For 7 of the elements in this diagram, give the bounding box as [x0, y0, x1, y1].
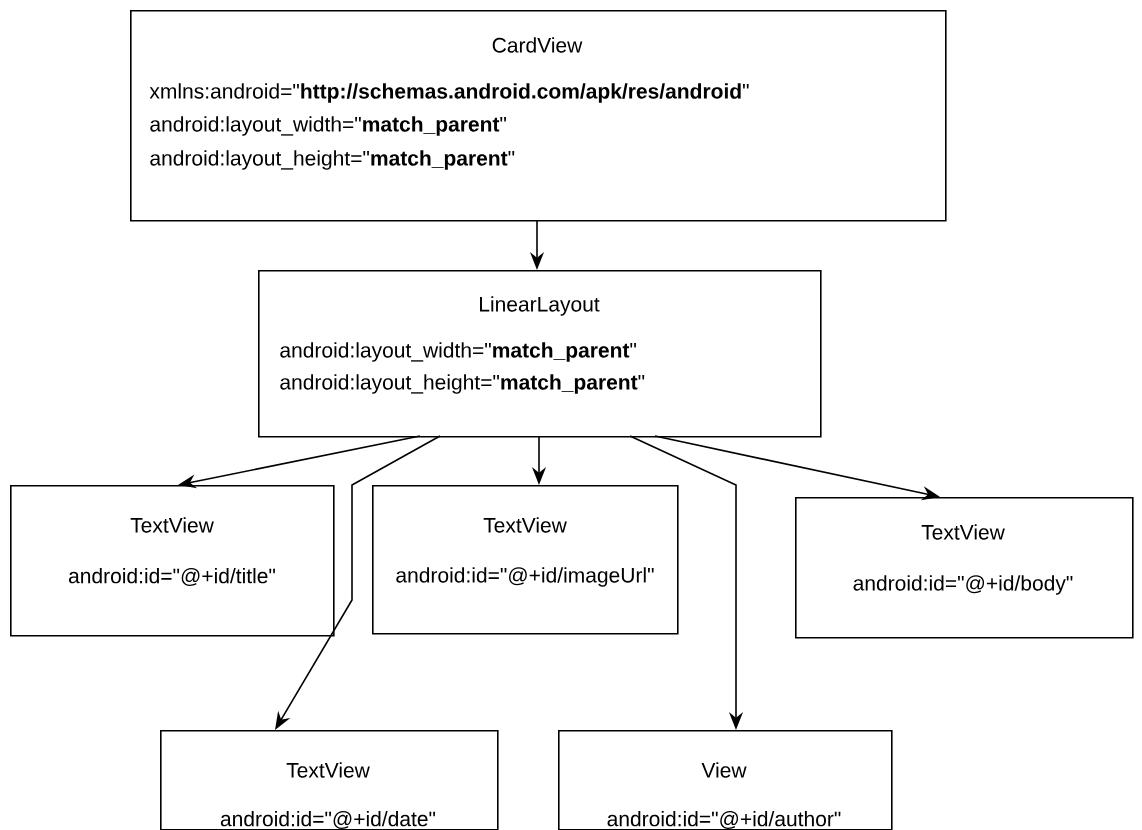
view-box: TextView android:id="@+id/date": [160, 730, 499, 830]
view-box: LinearLayout android:layout_width="match_parent" android:layout_height="match_parent": [258, 270, 822, 438]
view-box: TextView android:id="@+id/title": [10, 485, 335, 637]
view-box: TextView android:id="@+id/imageUrl": [372, 485, 679, 635]
view-box: CardView xmlns:android="http://schemas.android.com/apk/res/android" android:layout_width="match_parent" android:layout_height="match_parent": [130, 10, 947, 222]
view-box: View android:id="@+id/author": [558, 730, 893, 830]
view-box: TextView android:id="@+id/body": [795, 497, 1134, 639]
